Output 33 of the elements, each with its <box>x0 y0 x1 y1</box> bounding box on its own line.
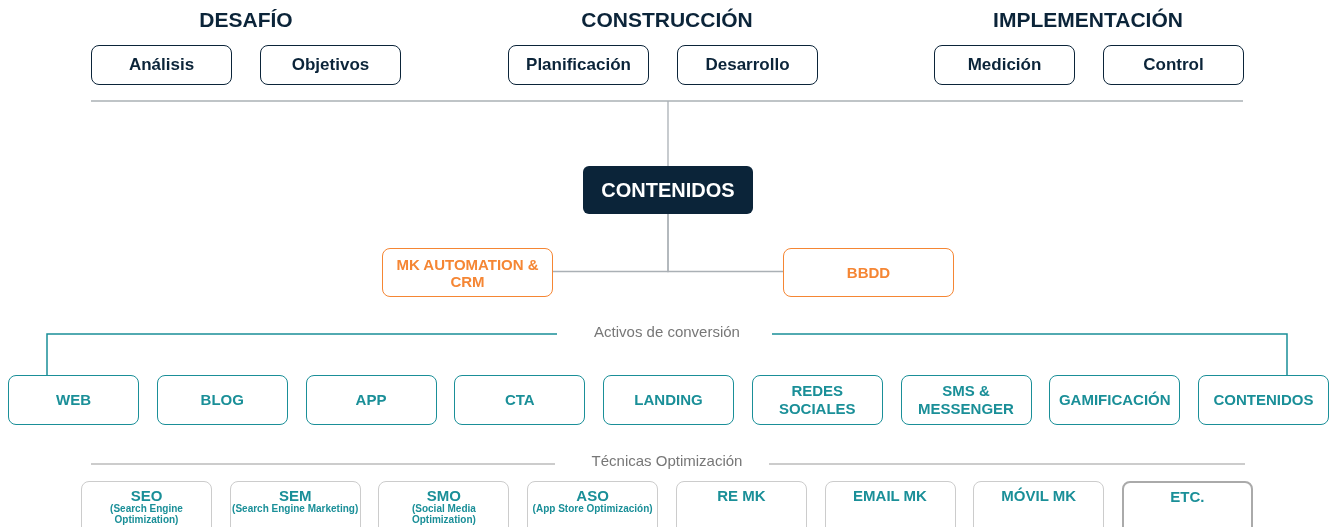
phase-box: Desarrollo <box>677 45 818 85</box>
phase-heading: DESAFÍO <box>199 8 293 32</box>
technique-box: ETC. <box>1121 481 1253 527</box>
asset-box: CONTENIDOS <box>1198 375 1329 425</box>
connector-line <box>667 213 784 273</box>
connector-line <box>667 100 669 167</box>
phase-box: Planificación <box>508 45 649 85</box>
asset-box: CTA <box>454 375 586 425</box>
asset-box: WEB <box>8 375 139 425</box>
highlight-box: MK AUTOMATION & CRM <box>382 248 553 297</box>
central-box: CONTENIDOS <box>583 166 753 214</box>
section-label: Activos de conversión <box>594 323 740 340</box>
technique-box: SEO (Search Engine Optimization) <box>81 481 212 527</box>
section-label: Técnicas Optimización <box>591 452 743 469</box>
technique-box: EMAIL MK <box>824 481 956 527</box>
technique-box: MÓVIL MK <box>973 481 1105 527</box>
asset-box: APP <box>305 375 437 425</box>
phase-box: Medición <box>934 45 1075 85</box>
asset-box: LANDING <box>603 375 734 425</box>
technique-box: SEM (Search Engine Marketing) <box>229 481 361 527</box>
phase-heading: IMPLEMENTACIÓN <box>993 8 1183 32</box>
highlight-box: BBDD <box>783 248 954 297</box>
technique-box: ASO (App Store Optimización) <box>527 481 659 527</box>
phase-box: Análisis <box>91 45 232 85</box>
asset-box: SMS & MESSENGER <box>900 375 1032 425</box>
asset-box: GAMIFICACIÓN <box>1049 375 1181 425</box>
phase-box: Control <box>1103 45 1244 85</box>
technique-box: RE MK <box>675 481 807 527</box>
asset-box: BLOG <box>156 375 288 425</box>
technique-box: SMO (Social Media Optimization) <box>378 481 510 527</box>
phase-box: Objetivos <box>260 45 401 85</box>
phase-heading: CONSTRUCCIÓN <box>581 8 753 32</box>
asset-box: REDES SOCIALES <box>751 375 883 425</box>
